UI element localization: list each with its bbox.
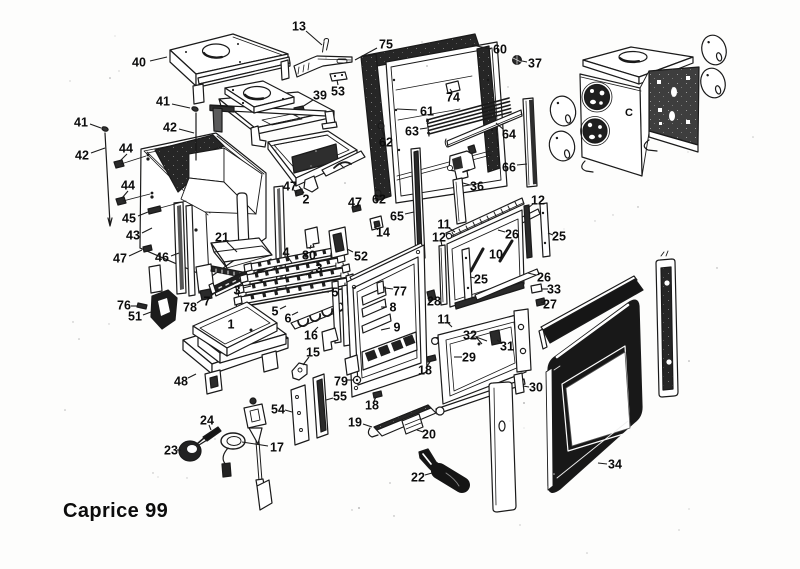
svg-text:62: 62 [372,193,386,207]
svg-text:12: 12 [531,194,545,208]
svg-text:75: 75 [379,38,393,52]
svg-text:36: 36 [470,180,484,194]
svg-text:20: 20 [422,428,436,442]
svg-text:28: 28 [427,295,441,309]
svg-text:2: 2 [303,193,310,207]
svg-text:16: 16 [304,329,318,343]
svg-text:77: 77 [393,285,407,299]
svg-text:42: 42 [163,121,177,135]
svg-text:C: C [625,107,633,119]
svg-text:61: 61 [420,105,434,119]
svg-text:44: 44 [121,179,135,193]
svg-text:39: 39 [313,89,327,103]
svg-text:25: 25 [474,273,488,287]
svg-text:41: 41 [156,95,170,109]
svg-text:17: 17 [270,441,284,455]
svg-text:26: 26 [505,228,519,242]
svg-text:18: 18 [365,399,379,413]
svg-text:1: 1 [228,318,235,332]
svg-text:33: 33 [547,283,561,297]
svg-text:21: 21 [215,231,229,245]
svg-text:44: 44 [119,142,133,156]
svg-text:3: 3 [316,262,323,276]
svg-text:47: 47 [283,180,297,194]
svg-text:25: 25 [552,230,566,244]
svg-text:3: 3 [234,284,241,298]
svg-text:47: 47 [348,196,362,210]
svg-text:13: 13 [292,20,306,34]
svg-text:11: 11 [437,313,450,327]
svg-text:Caprice 99: Caprice 99 [63,500,168,522]
svg-text:27: 27 [543,298,557,312]
svg-text:52: 52 [354,250,368,264]
svg-text:24: 24 [200,414,214,428]
svg-text:43: 43 [126,229,140,243]
svg-text:9: 9 [394,321,401,335]
svg-text:46: 46 [155,251,169,265]
svg-text:63: 63 [405,125,419,139]
svg-text:55: 55 [333,390,347,404]
svg-text:41: 41 [74,116,88,130]
svg-text:45: 45 [122,212,136,226]
svg-text:53: 53 [331,85,345,99]
svg-text:62: 62 [379,136,393,150]
svg-text:51: 51 [128,310,142,324]
svg-text:15: 15 [306,346,320,360]
svg-text:5: 5 [272,305,279,319]
svg-text:47: 47 [113,252,127,266]
svg-text:4: 4 [283,246,290,260]
svg-text:34: 34 [608,458,622,472]
svg-text:30: 30 [529,381,543,395]
svg-text:74: 74 [446,91,460,105]
svg-text:60: 60 [493,43,507,57]
svg-text:66: 66 [502,161,516,175]
svg-text:48: 48 [174,375,188,389]
svg-text:26: 26 [537,271,551,285]
svg-text:37: 37 [528,57,542,71]
svg-text:12: 12 [432,231,446,245]
svg-text:54: 54 [271,403,285,417]
svg-text:76: 76 [117,299,131,313]
svg-text:78: 78 [183,301,197,315]
svg-text:22: 22 [411,471,425,485]
svg-text:8: 8 [390,301,397,315]
svg-text:40: 40 [132,56,146,70]
svg-text:29: 29 [462,351,476,365]
svg-text:10: 10 [489,248,503,262]
svg-text:18: 18 [418,364,432,378]
svg-text:31: 31 [500,340,514,354]
svg-text:42: 42 [75,149,89,163]
svg-text:6: 6 [285,312,292,326]
svg-text:14: 14 [376,226,390,240]
svg-text:65: 65 [390,210,404,224]
svg-text:7: 7 [204,295,211,309]
svg-text:23: 23 [164,444,178,458]
svg-text:19: 19 [348,416,362,430]
svg-text:11: 11 [437,218,450,232]
svg-text:64: 64 [502,128,516,142]
svg-text:5: 5 [332,286,339,300]
svg-text:80: 80 [302,249,316,263]
svg-text:79: 79 [334,375,348,389]
svg-text:32: 32 [463,329,477,343]
